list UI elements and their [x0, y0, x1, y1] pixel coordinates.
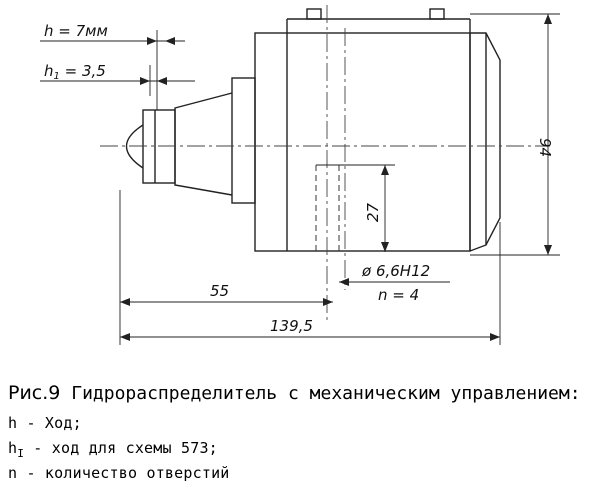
bolt-left: [306, 8, 322, 20]
bolt-right: [429, 8, 445, 20]
cone-section: [174, 92, 233, 196]
legend-text: - количество отверстий: [17, 464, 230, 482]
roller-tip: [126, 124, 144, 169]
figure-title: Гидрораспределитель с механическим управ…: [71, 383, 581, 404]
legend-subscript: I: [17, 447, 25, 460]
legend-symbol: h: [8, 439, 18, 457]
figure-caption: Рис.9 Гидрораспределитель с механическим…: [8, 382, 581, 404]
legend-symbol: n: [8, 464, 18, 482]
dim-hole-count-label: n = 4: [378, 286, 419, 304]
technical-drawing: h = 7мм h1 = 3,5 94 27 ø 6,6H12 n = 4 55…: [40, 5, 560, 345]
legend-symbol: h: [8, 414, 18, 432]
legend-item-h1: hI - ход для схемы 573;: [8, 439, 218, 460]
legend-text: - Ход;: [17, 414, 82, 432]
dim-139-label: 139,5: [270, 317, 313, 335]
dim-27-label: 27: [364, 202, 382, 222]
dim-diameter-label: ø 6,6H12: [361, 262, 430, 280]
dim-h-label: h = 7мм: [44, 22, 108, 40]
dim-h1-label: h1 = 3,5: [44, 62, 106, 82]
cylinder-section: [142, 109, 176, 184]
legend-item-h: h - Ход;: [8, 414, 82, 432]
right-end-cap: [469, 32, 501, 252]
dim-55-label: 55: [210, 282, 229, 300]
legend-item-n: n - количество отверстий: [8, 464, 230, 482]
left-flange: [231, 77, 256, 204]
figure-label: Рис.9: [8, 382, 61, 404]
dim-94-label: 94: [536, 138, 554, 157]
legend-text: - ход для схемы 573;: [24, 439, 218, 457]
